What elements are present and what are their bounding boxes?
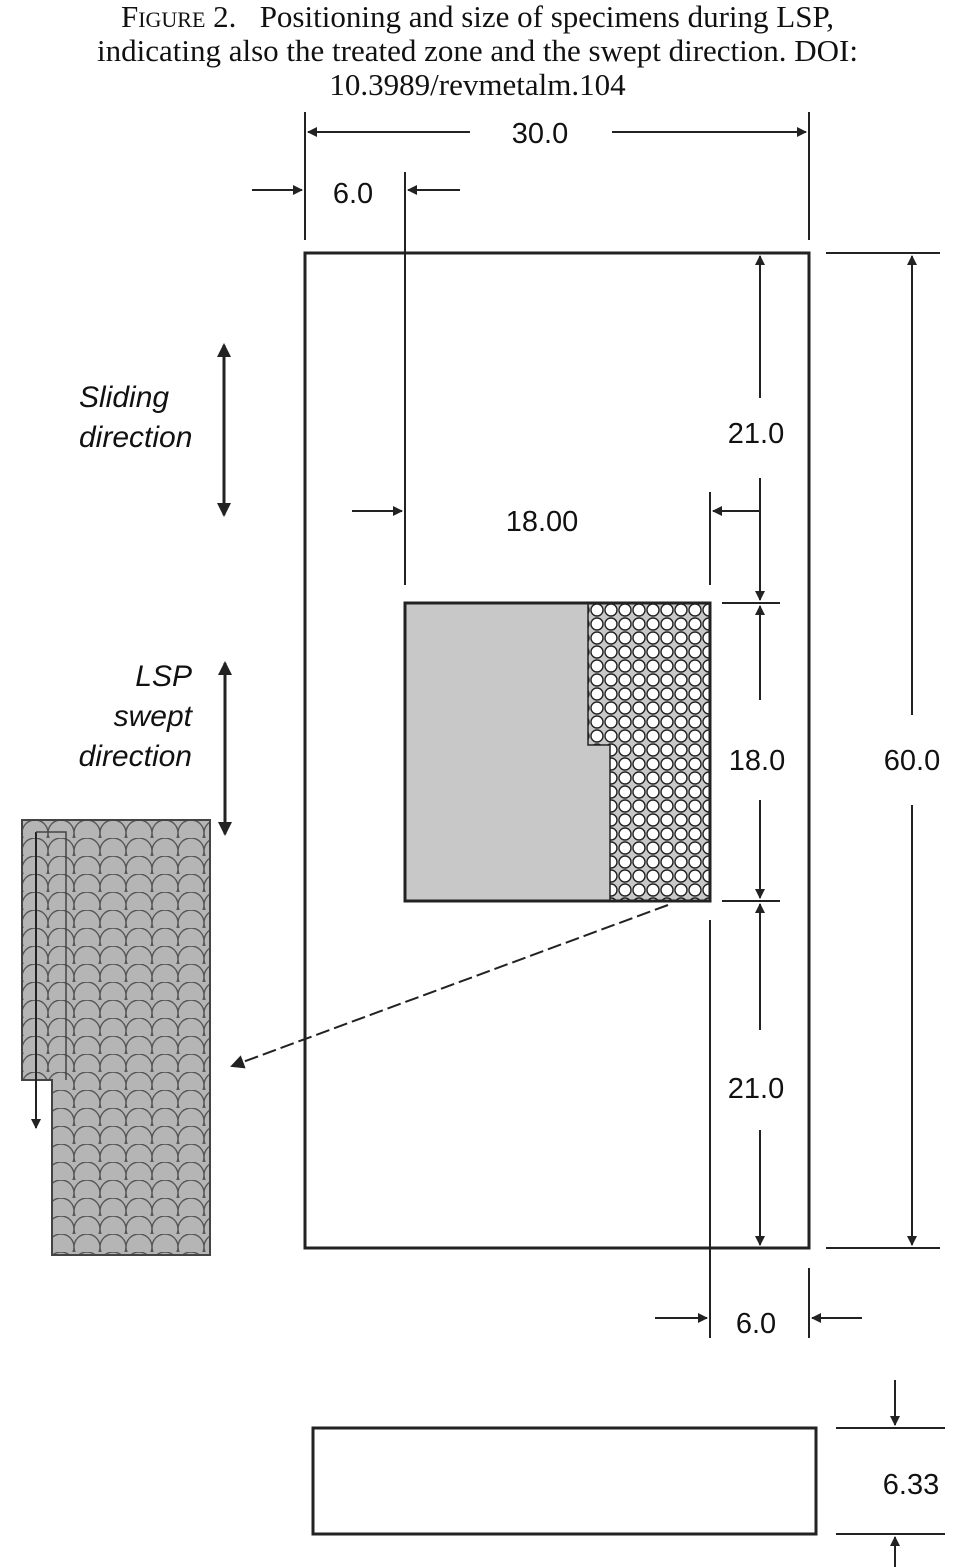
- caption-text-1: Positioning and size of specimens during…: [259, 0, 835, 34]
- height-total-dimension: 60.0: [826, 252, 940, 1249]
- caption-line-2: indicating also the treated zone and the…: [97, 33, 858, 68]
- spot-pattern-fill: [21, 819, 211, 1256]
- side-view-plate: [311, 1426, 818, 1536]
- lsp-swept-direction: LSP swept direction: [79, 660, 232, 836]
- thickness-label: 6.33: [883, 1469, 939, 1501]
- lsp-label-1: LSP: [135, 660, 192, 693]
- right-offset-dimension: 6.0: [655, 920, 862, 1340]
- bottom-gap-label: 21.0: [728, 1073, 784, 1105]
- zone-height-label: 18.0: [729, 745, 785, 777]
- specimen-plate: [303, 251, 811, 1250]
- side-view: 6.33: [311, 1380, 945, 1567]
- width-total-label: 30.0: [512, 118, 568, 150]
- height-total-label: 60.0: [884, 745, 940, 777]
- sliding-label-1: Sliding: [79, 381, 169, 414]
- top-gap-label: 21.0: [728, 418, 784, 450]
- figure-label: Figure 2.: [120, 0, 237, 34]
- left-offset-label: 6.0: [333, 178, 373, 210]
- vertical-dimensions: 21.0 18.0 21.0: [722, 255, 785, 1246]
- detail-leader-arrow: [230, 904, 669, 1069]
- left-offset-dimension: 6.0: [252, 172, 460, 585]
- zone-width-label: 18.00: [506, 506, 579, 538]
- swept-path-top: [36, 831, 67, 1080]
- width-dimension: 30.0: [304, 112, 810, 240]
- sliding-label-2: direction: [79, 421, 192, 454]
- lsp-label-2: swept: [114, 700, 194, 733]
- caption-line-1: Figure 2. Positioning and size of specim…: [0, 0, 955, 34]
- caption-line-3: 10.3989/revmetalm.104: [329, 67, 626, 102]
- figure-caption: Figure 2. Positioning and size of specim…: [0, 0, 955, 102]
- zone-width-dimension: 18.00: [352, 492, 760, 585]
- treated-zone: [403, 601, 712, 903]
- sliding-direction: Sliding direction: [79, 343, 231, 517]
- treated-zone-outline: [403, 601, 712, 903]
- lsp-spot-pattern: [21, 819, 211, 1256]
- right-offset-label: 6.0: [736, 1308, 776, 1340]
- lsp-label-3: direction: [79, 740, 192, 773]
